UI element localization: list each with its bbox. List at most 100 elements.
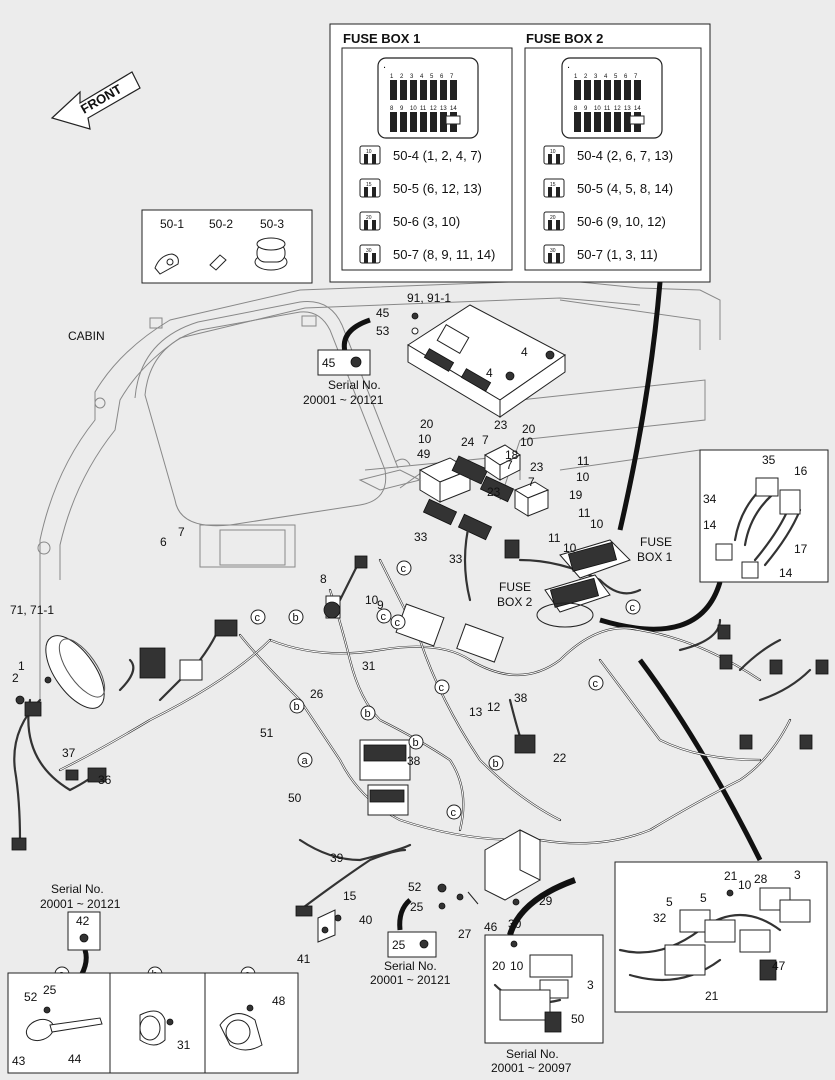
slot-number: 14 <box>450 106 457 112</box>
fuse-amp: 20 <box>550 215 556 221</box>
part-callout: 7 <box>528 475 535 489</box>
clip-marker-b <box>288 609 304 625</box>
fuse-slot <box>400 80 407 100</box>
clip-letter: c <box>451 807 457 819</box>
hub-part-71 <box>15 635 106 709</box>
slot-number: 2 <box>584 74 588 80</box>
part-callout: 41 <box>297 952 311 966</box>
detail-callout: 21 <box>705 989 719 1003</box>
part-callout: 10 <box>590 517 604 531</box>
part-callout: 38 <box>514 691 528 705</box>
detail-callout: 5 <box>700 891 707 905</box>
slot-number: 10 <box>594 106 601 112</box>
fuse-slot <box>440 112 447 132</box>
slot-number: 6 <box>440 74 444 80</box>
fuse-box-1-callout-a: FUSE <box>640 535 672 549</box>
fuse-box-2-title: FUSE BOX 2 <box>526 31 603 46</box>
slot-number: 5 <box>430 74 434 80</box>
part-callout: 26 <box>310 687 324 701</box>
part-callout: 50 <box>288 791 302 805</box>
clip-letter: c <box>593 678 599 690</box>
clip-letter: b <box>293 612 299 624</box>
fuse-slot <box>594 80 601 100</box>
fuse-amp: 30 <box>550 248 556 254</box>
slot-number: 9 <box>400 106 404 112</box>
serial-part-45: 45 <box>322 356 336 370</box>
slot-number: 13 <box>440 106 447 112</box>
clip-markers: cbccccbbbbacccabc <box>54 560 641 982</box>
detail-callout: 28 <box>754 872 768 886</box>
part-callout: 23 <box>487 485 501 499</box>
fuse-amp: 15 <box>550 182 556 188</box>
cabin-label: CABIN <box>68 329 105 343</box>
clip-letter: a <box>302 755 309 767</box>
serial-range-d: 20001 ~ 20097 <box>491 1061 572 1075</box>
clip-marker-b <box>289 698 305 714</box>
serial-part-25: 25 <box>392 938 406 952</box>
part-callout: 15 <box>343 889 357 903</box>
fuse-slot <box>584 112 591 132</box>
relay-detail-small: Serial No. 20001 ~ 20097 <box>484 934 604 1075</box>
part-callout: 33 <box>449 552 463 566</box>
harness-fuse-boxes <box>11 539 829 851</box>
clip-letter: b <box>365 708 371 720</box>
fuse-slot <box>574 112 581 132</box>
fuse-slot <box>420 80 427 100</box>
slot-number: 1 <box>390 74 394 80</box>
part-callout: 40 <box>359 913 373 927</box>
part-callout: 23 <box>530 460 544 474</box>
part-callout: 23 <box>494 418 508 432</box>
slot-number: 2 <box>400 74 404 80</box>
serial-range-c: 20001 ~ 20121 <box>370 973 451 987</box>
detail-callout: 14 <box>779 566 793 580</box>
slot-number: 8 <box>390 106 394 112</box>
slot-number: 11 <box>604 106 611 112</box>
part-callout: 4 <box>521 345 528 359</box>
part-callout: 29 <box>539 894 553 908</box>
serial-part-42: 42 <box>76 914 90 928</box>
part-callout: 6 <box>160 535 167 549</box>
detail-callout: 52 <box>24 990 38 1004</box>
slot-number: 12 <box>430 106 437 112</box>
clip-marker-c <box>588 675 604 691</box>
part-callout: 20 <box>420 417 434 431</box>
part-callout: 25 <box>410 900 424 914</box>
relay-modules <box>199 444 550 568</box>
fuse-amp: 10 <box>366 149 372 155</box>
serial-label-d: Serial No. <box>506 1047 559 1061</box>
serial-note-25: 25 Serial No. 20001 ~ 20121 <box>370 931 451 987</box>
part-callout: 38 <box>407 754 421 768</box>
slot-number: 4 <box>604 74 608 80</box>
part-callout: 24 <box>461 435 475 449</box>
clip-detail-boxes <box>7 972 299 1074</box>
clip-letter: c <box>401 563 407 575</box>
detail-callout: 25 <box>43 983 57 997</box>
detail-callout: 20 <box>492 959 506 973</box>
part-callout: 10 <box>365 593 379 607</box>
part-callout: 39 <box>330 851 344 865</box>
fuse-box-1-callout-b: BOX 1 <box>637 550 673 564</box>
slot-number: 3 <box>594 74 598 80</box>
part-callout: 36 <box>98 773 112 787</box>
fuse-slot <box>400 112 407 132</box>
fuse-slot <box>430 112 437 132</box>
part-callout: 11 <box>577 454 590 468</box>
part-callout: 37 <box>62 746 76 760</box>
part-callout: 10 <box>563 541 577 555</box>
connector-detail-box <box>699 449 829 583</box>
clip-letter: c <box>255 612 261 624</box>
detail-callout: 3 <box>587 978 594 992</box>
fuse-spec: 50-4 (2, 6, 7, 13) <box>577 148 673 163</box>
clamp-label-3: 50-3 <box>260 217 284 231</box>
part-callout: 51 <box>260 726 274 740</box>
part-callout: 7 <box>178 525 185 539</box>
part-callout: 10 <box>520 435 534 449</box>
detail-callout: 17 <box>794 542 808 556</box>
detail-callout: 10 <box>738 878 752 892</box>
slot-number: 11 <box>420 106 427 112</box>
part-callout: 27 <box>458 927 472 941</box>
clip-marker-c <box>390 614 406 630</box>
